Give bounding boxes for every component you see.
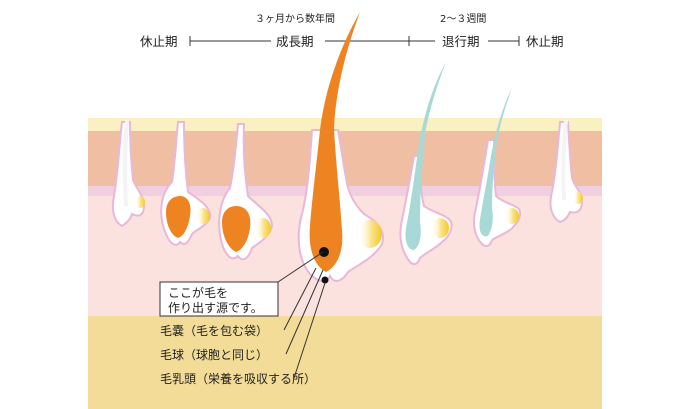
follicle-regression-1 <box>399 62 453 266</box>
callout-pointer <box>277 251 324 283</box>
regression-hair-1 <box>405 62 446 250</box>
papilla-dot <box>321 276 329 284</box>
label-papilla: 毛乳頭（栄養を吸収する所） <box>160 371 316 386</box>
growth-duration-label: ３ヶ月から数年間 <box>255 12 335 25</box>
growth-hair <box>309 12 360 272</box>
phase-rest-left-label: 休止期 <box>140 34 178 49</box>
bulb-dot <box>319 247 329 257</box>
annotation-leaders <box>283 267 326 379</box>
resting-hair-1 <box>122 120 129 206</box>
phase-regression-label: 退行期 <box>442 34 480 49</box>
phase-timeline <box>189 36 520 46</box>
label-bulb: 毛球（球胞と同じ） <box>160 348 268 362</box>
follicle-full-growth <box>297 12 384 284</box>
fat-layer <box>88 316 602 409</box>
regression-duration-label: 2〜３週間 <box>440 13 486 25</box>
callout-line-2: 作り出す源です。 <box>168 301 263 315</box>
follicle-resting-2 <box>549 120 584 224</box>
follicle-regression-2 <box>473 88 522 248</box>
label-follicle: 毛嚢（毛を包む袋） <box>160 323 268 338</box>
callout-box: ここが毛を 作り出す源です。 <box>159 281 279 317</box>
follicle-resting-1 <box>111 120 146 228</box>
regression-hair-2 <box>479 88 512 237</box>
epidermis-band <box>88 118 602 131</box>
follicle-early-growth-1 <box>160 121 212 246</box>
callout-line-1: ここが毛を <box>168 285 228 300</box>
follicle-early-growth-2 <box>218 123 274 261</box>
phase-growth-label: 成長期 <box>276 34 314 49</box>
phase-rest-right-label: 休止期 <box>526 34 564 49</box>
resting-hair-2 <box>561 120 568 200</box>
